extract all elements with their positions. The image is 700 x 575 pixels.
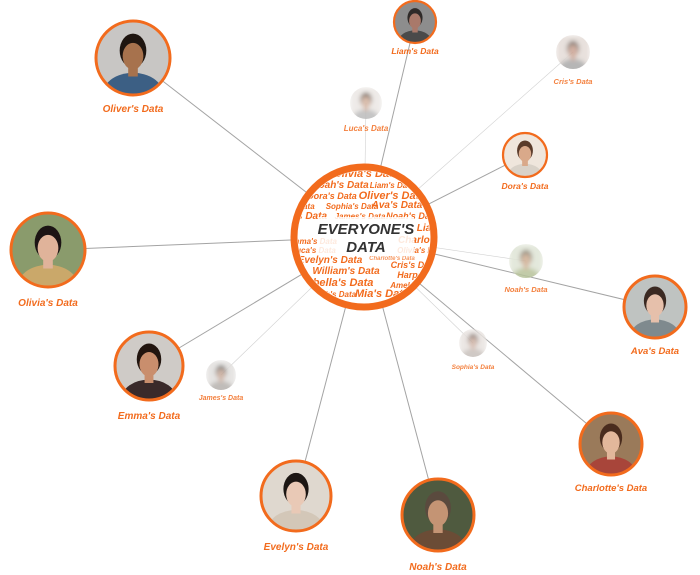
avatar-photo-ava xyxy=(624,276,686,338)
node-label-evelyn: Evelyn's Data xyxy=(264,542,329,553)
node-label-liam: Liam's Data xyxy=(391,46,439,56)
cloud-word: Amel xyxy=(389,281,410,290)
hub-title-line-1: EVERYONE'S xyxy=(318,221,415,238)
node-label-luca: Luca's Data xyxy=(344,124,389,133)
avatar-ring-noah xyxy=(400,477,476,553)
cloud-word: Charlotte's Data xyxy=(369,256,415,262)
node-evelyn[interactable]: Evelyn's Data xyxy=(259,459,333,553)
node-emma[interactable]: Emma's Data xyxy=(113,330,185,422)
cloud-word: Lia xyxy=(417,223,432,234)
cloud-word: Evelyn's Data xyxy=(298,255,363,266)
avatar-photo-charlotte xyxy=(580,413,642,475)
cloud-word: Emma's Data xyxy=(287,237,337,246)
avatar-photo-james xyxy=(206,360,236,390)
cloud-word: Sophia's Data xyxy=(326,202,379,211)
cloud-word: Oliver's Data xyxy=(359,190,426,202)
node-dora[interactable]: Dora's Data xyxy=(501,131,549,191)
avatar-photo-sophia xyxy=(459,329,487,357)
avatar-ring-charlotte xyxy=(578,411,644,477)
avatar-ring-liam xyxy=(392,0,438,45)
avatar-ring-ava xyxy=(622,274,688,340)
node-label-sophia: Sophia's Data xyxy=(452,364,495,371)
cloud-word: Harpe xyxy=(397,270,423,280)
node-label-oliver: Oliver's Data xyxy=(103,104,164,115)
node-label-noah_small: Noah's Data xyxy=(504,285,547,294)
node-olivia[interactable]: Olivia's Data xyxy=(9,211,87,309)
hub-title-backdrop xyxy=(318,217,414,255)
avatar-photo-evelyn xyxy=(261,461,331,531)
node-cris[interactable]: Cris's Data xyxy=(554,35,593,86)
node-sophia[interactable]: Sophia's Data xyxy=(452,329,495,371)
cloud-word: Cris's Da xyxy=(391,260,430,270)
avatar-photo-noah xyxy=(402,479,474,551)
avatar-photo-liam xyxy=(394,1,436,43)
node-label-noah: Noah's Data xyxy=(409,562,467,573)
cloud-word: Liam's Data xyxy=(370,181,415,190)
node-oliver[interactable]: Oliver's Data xyxy=(94,19,172,115)
node-luca[interactable]: Luca's Data xyxy=(344,87,389,133)
cloud-word: Ava's Data xyxy=(371,200,423,211)
node-label-emma: Emma's Data xyxy=(118,411,181,422)
avatar-ring-olivia xyxy=(9,211,87,289)
node-liam[interactable]: Liam's Data xyxy=(391,0,439,56)
avatar-ring-emma xyxy=(113,330,185,402)
avatar-ring-dora xyxy=(501,131,549,179)
cloud-word: James's Data xyxy=(335,212,386,221)
avatar-photo-dora xyxy=(503,133,547,177)
avatar-photo-cris xyxy=(556,35,590,69)
node-label-dora: Dora's Data xyxy=(502,181,549,191)
node-noah_small[interactable]: Noah's Data xyxy=(504,244,548,294)
node-label-cris: Cris's Data xyxy=(554,77,593,86)
node-label-ava: Ava's Data xyxy=(630,346,679,357)
avatar-photo-luca xyxy=(350,87,382,119)
node-label-james: James's Data xyxy=(199,395,244,402)
node-james[interactable]: James's Data xyxy=(199,360,244,402)
cloud-word: Data xyxy=(297,202,315,211)
cloud-word: Noah's Data xyxy=(311,180,369,191)
cloud-word: William's Data xyxy=(312,266,380,277)
avatar-photo-emma xyxy=(115,332,183,400)
cloud-word: abella's Data xyxy=(307,277,374,289)
avatar-photo-oliver xyxy=(96,21,170,95)
cloud-word: Olivia's Data xyxy=(333,168,399,180)
cloud-word: Noah's Data xyxy=(386,211,438,221)
node-label-charlotte: Charlotte's Data xyxy=(575,483,647,494)
cloud-word: oah's Data xyxy=(316,290,357,299)
node-noah[interactable]: Noah's Data xyxy=(400,477,476,573)
cloud-word: Dora's Data xyxy=(307,191,357,201)
hub-title-line-2: DATA xyxy=(346,239,385,256)
avatar-photo-noah_small xyxy=(509,244,543,278)
node-ava[interactable]: Ava's Data xyxy=(622,274,688,357)
node-label-olivia: Olivia's Data xyxy=(18,298,78,309)
avatar-ring-oliver xyxy=(94,19,172,97)
cloud-word: s Data xyxy=(297,211,327,222)
cloud-word: Charlotte xyxy=(398,235,442,246)
avatar-photo-olivia xyxy=(11,213,85,287)
node-charlotte[interactable]: Charlotte's Data xyxy=(575,411,647,494)
cloud-word: uca's Data xyxy=(296,246,336,255)
avatar-ring-evelyn xyxy=(259,459,333,533)
